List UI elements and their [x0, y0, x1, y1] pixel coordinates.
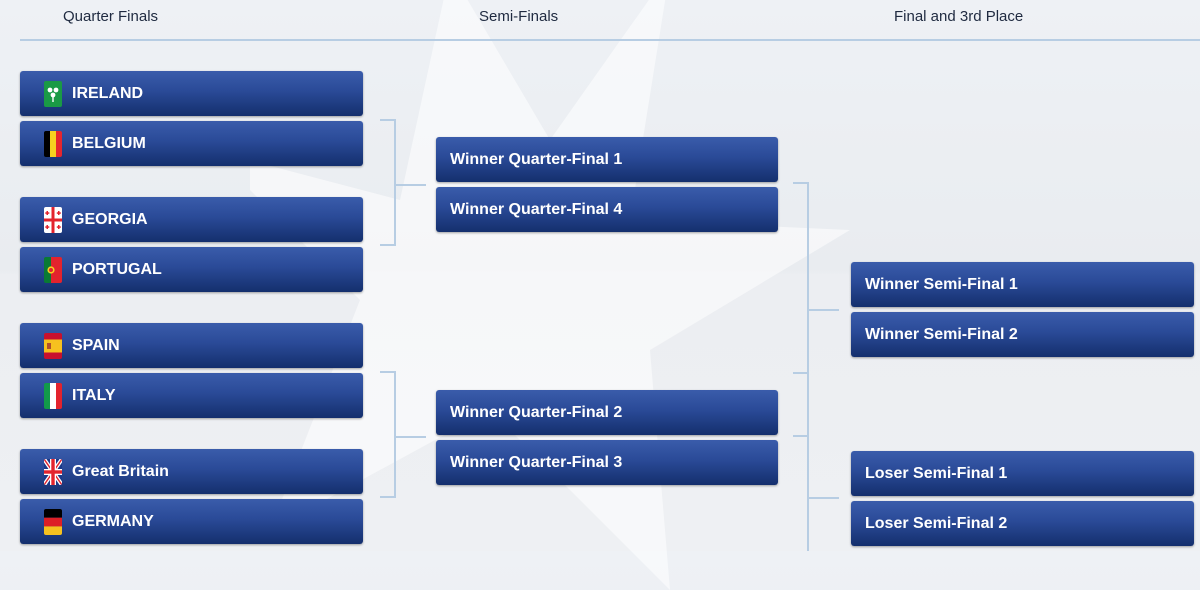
- great-britain-flag-icon: [44, 458, 62, 485]
- qf-team-card[interactable]: Great Britain: [20, 449, 363, 494]
- slot-label: Winner Quarter-Final 3: [450, 453, 623, 471]
- slot-label: Winner Quarter-Final 2: [450, 403, 623, 421]
- qf-team-card[interactable]: GEORGIA: [20, 197, 363, 242]
- bracket-connector: [807, 309, 839, 311]
- header-divider: [20, 39, 1200, 41]
- bracket-connector: [394, 371, 396, 498]
- bracket-connector: [394, 119, 396, 246]
- slot-label: Winner Quarter-Final 1: [450, 150, 623, 168]
- qf-team-card[interactable]: SPAIN: [20, 323, 363, 368]
- ireland-flag-icon: [44, 80, 62, 107]
- italy-flag-icon: [44, 382, 62, 409]
- header-final: Final and 3rd Place: [894, 8, 1024, 25]
- final-slot-card[interactable]: Winner Semi-Final 1: [851, 262, 1194, 307]
- slot-label: Winner Semi-Final 2: [865, 325, 1018, 343]
- bracket-connector: [807, 497, 839, 499]
- georgia-flag-icon: [44, 206, 62, 233]
- team-name: PORTUGAL: [72, 260, 162, 278]
- third-place-slot-card[interactable]: Loser Semi-Final 1: [851, 451, 1194, 496]
- slot-label: Winner Quarter-Final 4: [450, 200, 623, 218]
- team-name: SPAIN: [72, 336, 120, 354]
- final-slot-card[interactable]: Winner Semi-Final 2: [851, 312, 1194, 357]
- bracket-connector: [394, 184, 426, 186]
- qf-team-card[interactable]: PORTUGAL: [20, 247, 363, 292]
- portugal-flag-icon: [44, 256, 62, 283]
- team-name: IRELAND: [72, 84, 144, 102]
- team-name: GERMANY: [72, 512, 154, 530]
- bracket-connector: [380, 371, 396, 373]
- bracket-connector: [793, 182, 809, 184]
- third-place-slot-card[interactable]: Loser Semi-Final 2: [851, 501, 1194, 546]
- header-quarter-finals: Quarter Finals: [63, 8, 159, 25]
- bracket-connector: [380, 496, 396, 498]
- bracket-connector: [807, 182, 809, 551]
- sf-slot-card[interactable]: Winner Quarter-Final 4: [436, 187, 778, 232]
- germany-flag-icon: [44, 508, 62, 535]
- qf-team-card[interactable]: ITALY: [20, 373, 363, 418]
- qf-team-card[interactable]: IRELAND: [20, 71, 363, 116]
- sf-slot-card[interactable]: Winner Quarter-Final 2: [436, 390, 778, 435]
- qf-team-card[interactable]: BELGIUM: [20, 121, 363, 166]
- team-name: ITALY: [72, 386, 116, 404]
- belgium-flag-icon: [44, 130, 62, 157]
- slot-label: Loser Semi-Final 2: [865, 514, 1008, 532]
- team-name: Great Britain: [72, 462, 169, 480]
- slot-label: Loser Semi-Final 1: [865, 464, 1008, 482]
- spain-flag-icon: [44, 332, 62, 359]
- slot-label: Winner Semi-Final 1: [865, 275, 1018, 293]
- bracket-connector: [793, 435, 809, 437]
- qf-team-card[interactable]: GERMANY: [20, 499, 363, 544]
- bracket-connector: [380, 119, 396, 121]
- bracket-connector: [394, 436, 426, 438]
- header-semi-finals: Semi-Finals: [479, 8, 559, 25]
- bracket-connector: [380, 244, 396, 246]
- team-name: BELGIUM: [72, 134, 146, 152]
- bracket-connector: [793, 372, 809, 374]
- sf-slot-card[interactable]: Winner Quarter-Final 3: [436, 440, 778, 485]
- team-name: GEORGIA: [72, 210, 148, 228]
- sf-slot-card[interactable]: Winner Quarter-Final 1: [436, 137, 778, 182]
